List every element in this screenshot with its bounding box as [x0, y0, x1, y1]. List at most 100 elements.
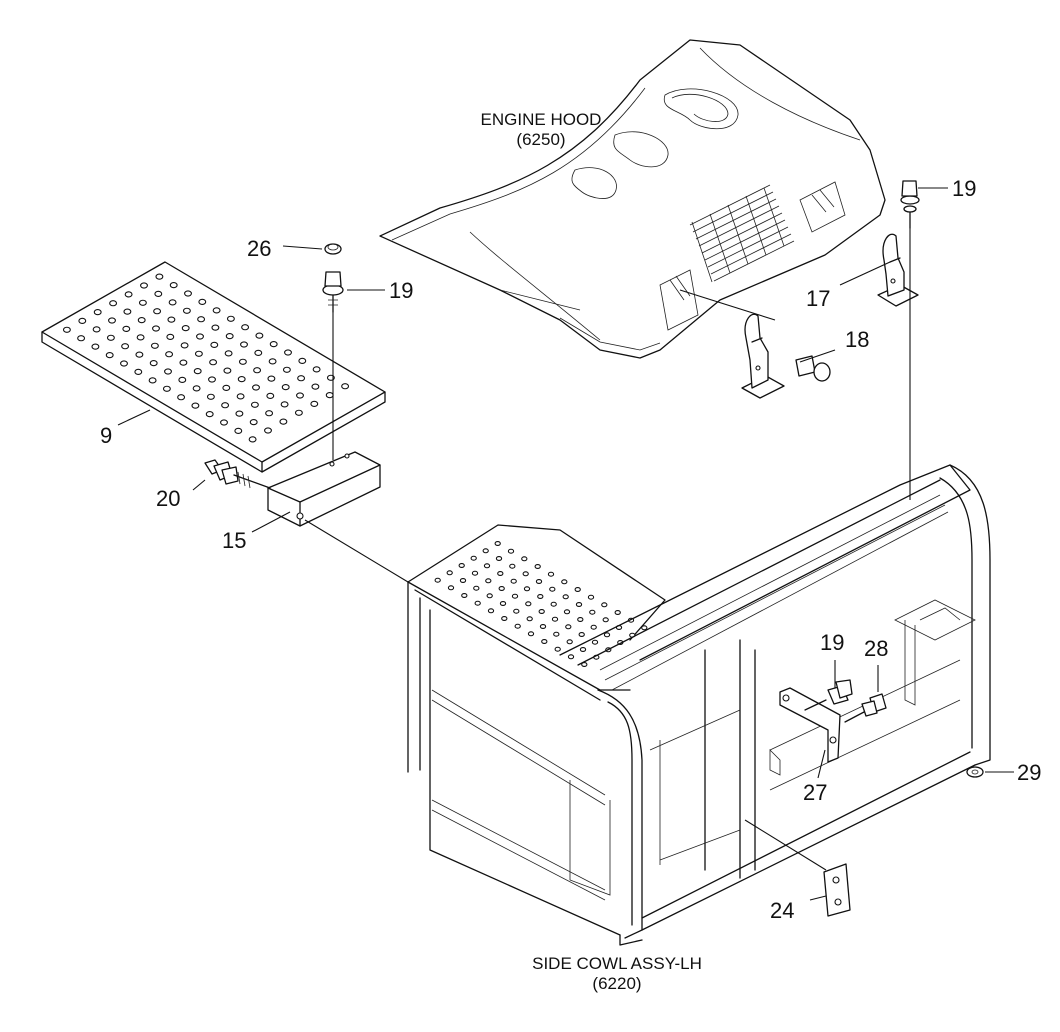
callout-19-plate: 19	[389, 278, 413, 303]
leader-lines	[117, 187, 1014, 901]
perforation-hole	[169, 282, 178, 289]
perforation-hole	[566, 639, 573, 645]
perforation-hole	[162, 385, 171, 392]
perforation-hole	[325, 392, 334, 399]
perforation-hole	[265, 410, 274, 417]
perforation-hole	[510, 578, 517, 584]
perforation-hole	[507, 548, 515, 554]
perforation-hole	[255, 332, 264, 339]
perforation-hole	[192, 385, 201, 392]
perforation-hole	[248, 436, 257, 443]
perforation-hole	[577, 616, 584, 622]
perforation-hole	[587, 594, 595, 600]
callout-9: 9	[100, 423, 112, 448]
engine-hood	[379, 39, 886, 359]
perforation-hole	[93, 309, 102, 316]
perforation-hole	[138, 299, 147, 306]
perforation-hole	[523, 586, 531, 592]
perforation-hole	[148, 377, 157, 384]
perforation-hole	[446, 570, 453, 576]
perforation-hole	[136, 334, 145, 341]
perforation-hole	[279, 418, 288, 425]
perforation-hole	[539, 623, 547, 629]
perforated-plate-9	[41, 261, 386, 473]
perforation-hole	[221, 402, 230, 409]
perforation-hole	[206, 393, 215, 400]
perforation-hole	[223, 367, 232, 374]
perforation-hole	[184, 290, 192, 297]
perforation-hole	[549, 586, 556, 592]
perforation-hole	[310, 400, 319, 408]
perforation-hole	[181, 325, 190, 332]
perforation-hole	[62, 326, 71, 333]
perforation-hole	[264, 427, 272, 434]
perforation-hole	[538, 608, 545, 614]
side-cowl-label: SIDE COWL ASSY-LH	[532, 954, 702, 973]
perforation-hole	[280, 401, 289, 408]
perforation-hole	[521, 556, 528, 562]
bolt-19-mid	[804, 679, 853, 711]
perforation-hole	[267, 375, 276, 382]
perforation-hole	[601, 602, 608, 608]
perforation-hole	[135, 351, 144, 358]
perforation-hole	[487, 608, 495, 614]
perforation-hole	[447, 585, 455, 591]
callout-24: 24	[770, 898, 794, 923]
perforation-hole	[603, 632, 611, 638]
plate-24	[823, 863, 851, 917]
perforation-hole	[177, 394, 186, 401]
perforation-hole	[553, 631, 560, 637]
perforation-hole	[238, 358, 247, 365]
perforation-hole	[514, 623, 521, 629]
perforation-hole	[234, 427, 243, 435]
washer-29	[966, 766, 984, 778]
perforation-hole	[511, 593, 519, 599]
perforation-hole	[499, 600, 507, 606]
perforation-hole	[554, 646, 561, 652]
perforation-hole	[296, 392, 304, 399]
perforation-hole	[567, 654, 575, 660]
perforation-hole	[497, 570, 504, 576]
perforation-hole	[282, 366, 291, 373]
perforation-hole	[474, 600, 481, 606]
perforation-hole	[122, 325, 131, 333]
perforation-hole	[614, 609, 621, 615]
perforation-hole	[225, 333, 234, 340]
perforation-hole	[105, 352, 114, 359]
perforation-hole	[92, 326, 101, 333]
bolt-28	[844, 693, 887, 723]
perforation-hole	[179, 359, 188, 366]
perforation-hole	[284, 349, 292, 356]
perforation-hole	[641, 625, 648, 631]
perforation-hole	[237, 376, 246, 383]
perforation-hole	[182, 307, 191, 314]
perforation-hole	[551, 616, 559, 622]
perforation-hole	[297, 375, 306, 382]
perforation-hole	[77, 335, 86, 342]
callout-19-mid: 19	[820, 630, 844, 655]
perforation-hole	[212, 307, 221, 314]
perforation-hole	[461, 592, 468, 598]
perforation-hole	[134, 368, 143, 376]
perforation-hole	[269, 341, 278, 348]
perforation-hole	[197, 316, 206, 323]
perforation-hole	[482, 548, 489, 554]
perforation-hole	[268, 358, 277, 365]
perforation-hole	[222, 384, 231, 392]
perforation-hole	[249, 419, 258, 426]
perforation-hole	[209, 359, 218, 366]
bracket-27	[779, 687, 841, 763]
callout-28: 28	[864, 636, 888, 661]
perforation-hole	[602, 617, 609, 623]
perforation-hole	[123, 308, 132, 315]
perforation-hole	[210, 341, 219, 349]
perforation-hole	[534, 563, 541, 569]
perforation-hole	[253, 367, 262, 374]
perforation-hole	[78, 317, 87, 325]
perforation-hole	[501, 615, 508, 621]
perforation-hole	[459, 577, 467, 583]
hood-louvres	[689, 184, 795, 283]
perforation-hole	[591, 639, 599, 645]
perforation-hole	[109, 300, 118, 307]
perforation-hole	[178, 376, 187, 384]
